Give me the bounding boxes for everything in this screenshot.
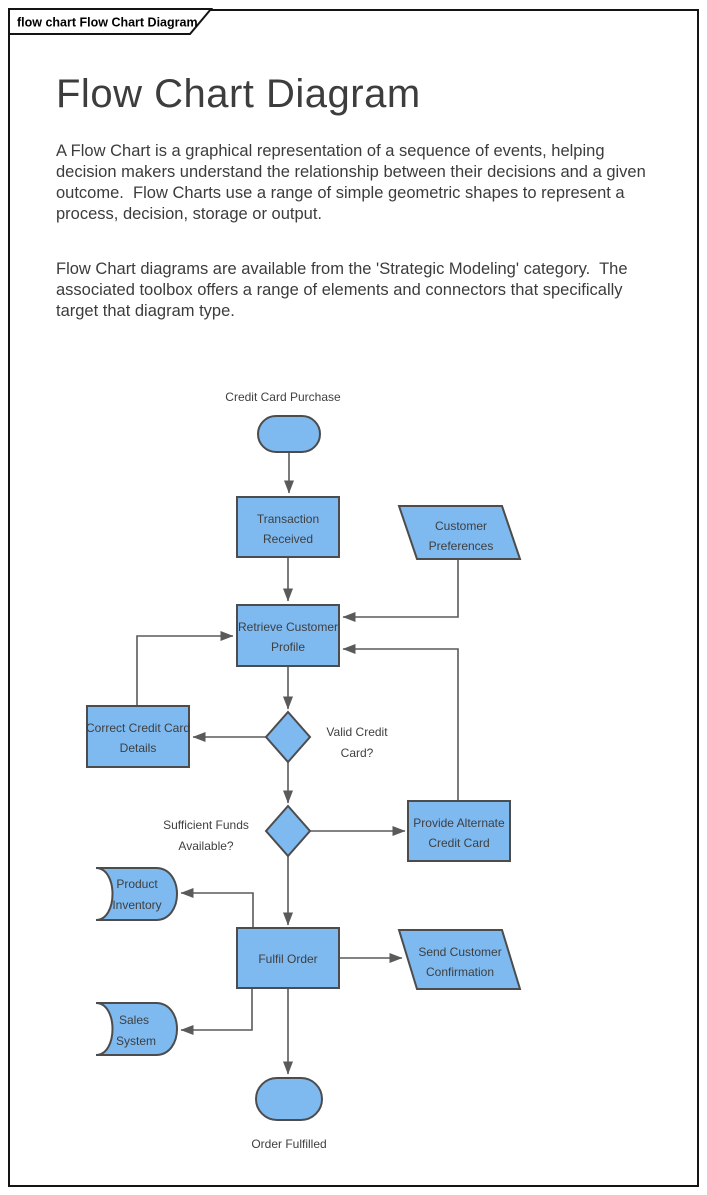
nodes bbox=[86, 415, 522, 1121]
correct-credit-card-details-node[interactable] bbox=[86, 705, 190, 768]
start-node[interactable] bbox=[257, 415, 321, 453]
send-confirmation-label-line2: Confirmation bbox=[426, 965, 494, 979]
sufficient-funds-question-line2: Available? bbox=[178, 839, 233, 853]
product-inventory-label-line2: Inventory bbox=[112, 898, 161, 912]
send-customer-confirmation-node[interactable] bbox=[397, 929, 522, 990]
diagram-tab-shape bbox=[8, 8, 214, 35]
customer-preferences-label-line2: Preferences bbox=[429, 539, 494, 553]
provide-alternate-credit-card-node[interactable] bbox=[407, 800, 511, 862]
connector-preferences-to-retrieve[interactable] bbox=[342, 559, 459, 622]
customer-preferences-label-line1: Customer bbox=[435, 519, 487, 533]
retrieve-customer-profile-node[interactable] bbox=[236, 604, 340, 667]
sales-system-store-node[interactable] bbox=[95, 1002, 178, 1056]
diagram-frame bbox=[8, 9, 699, 1187]
toolbox-paragraph: Flow Chart diagrams are available from t… bbox=[56, 260, 633, 320]
start-node-label: Credit Card Purchase bbox=[225, 390, 341, 404]
sales-system-label-line1: Sales bbox=[119, 1013, 149, 1027]
valid-card-question-line1: Valid Credit bbox=[326, 725, 388, 739]
sufficient-funds-question-line1: Sufficient Funds bbox=[163, 818, 249, 832]
customer-preferences-node[interactable] bbox=[397, 505, 522, 560]
provide-alternate-label-line2: Credit Card bbox=[428, 836, 489, 850]
node-labels: Credit Card Purchase Transaction Receive… bbox=[86, 390, 505, 1151]
connector-fulfil-to-inventory[interactable] bbox=[180, 888, 254, 928]
connectors bbox=[136, 452, 459, 1075]
diagram-tab: flow chart Flow Chart Diagram bbox=[8, 8, 214, 35]
flowchart-canvas: Credit Card Purchase Transaction Receive… bbox=[86, 390, 522, 1151]
valid-card-question-line2: Card? bbox=[341, 746, 374, 760]
transaction-received-node[interactable] bbox=[236, 496, 340, 558]
correct-details-label-line2: Details bbox=[120, 741, 157, 755]
diagram-tab-title: flow chart Flow Chart Diagram bbox=[17, 16, 198, 30]
correct-details-label-line1: Correct Credit Card bbox=[86, 721, 190, 735]
connector-correct-to-retrieve[interactable] bbox=[136, 631, 234, 706]
sufficient-funds-decision[interactable] bbox=[264, 804, 312, 858]
retrieve-profile-label-line1: Retrieve Customer bbox=[238, 620, 338, 634]
fulfil-order-node[interactable] bbox=[236, 927, 340, 989]
send-confirmation-label-line1: Send Customer bbox=[418, 945, 501, 959]
product-inventory-store-node[interactable] bbox=[95, 867, 178, 921]
product-inventory-label-line1: Product bbox=[116, 877, 158, 891]
connector-fulfil-to-sales[interactable] bbox=[180, 988, 253, 1035]
retrieve-profile-label-line2: Profile bbox=[271, 640, 305, 654]
sales-system-label-line2: System bbox=[116, 1034, 156, 1048]
end-node-label: Order Fulfilled bbox=[251, 1137, 326, 1151]
transaction-received-label-line2: Received bbox=[263, 532, 313, 546]
intro-paragraph: A Flow Chart is a graphical representati… bbox=[56, 142, 651, 223]
provide-alternate-label-line1: Provide Alternate bbox=[413, 816, 505, 830]
transaction-received-label-line1: Transaction bbox=[257, 512, 319, 526]
end-node[interactable] bbox=[255, 1077, 323, 1121]
valid-credit-card-decision[interactable] bbox=[264, 710, 312, 764]
page-title: Flow Chart Diagram bbox=[56, 72, 421, 116]
fulfil-order-label: Fulfil Order bbox=[258, 952, 317, 966]
connector-alternate-to-retrieve[interactable] bbox=[342, 644, 459, 801]
